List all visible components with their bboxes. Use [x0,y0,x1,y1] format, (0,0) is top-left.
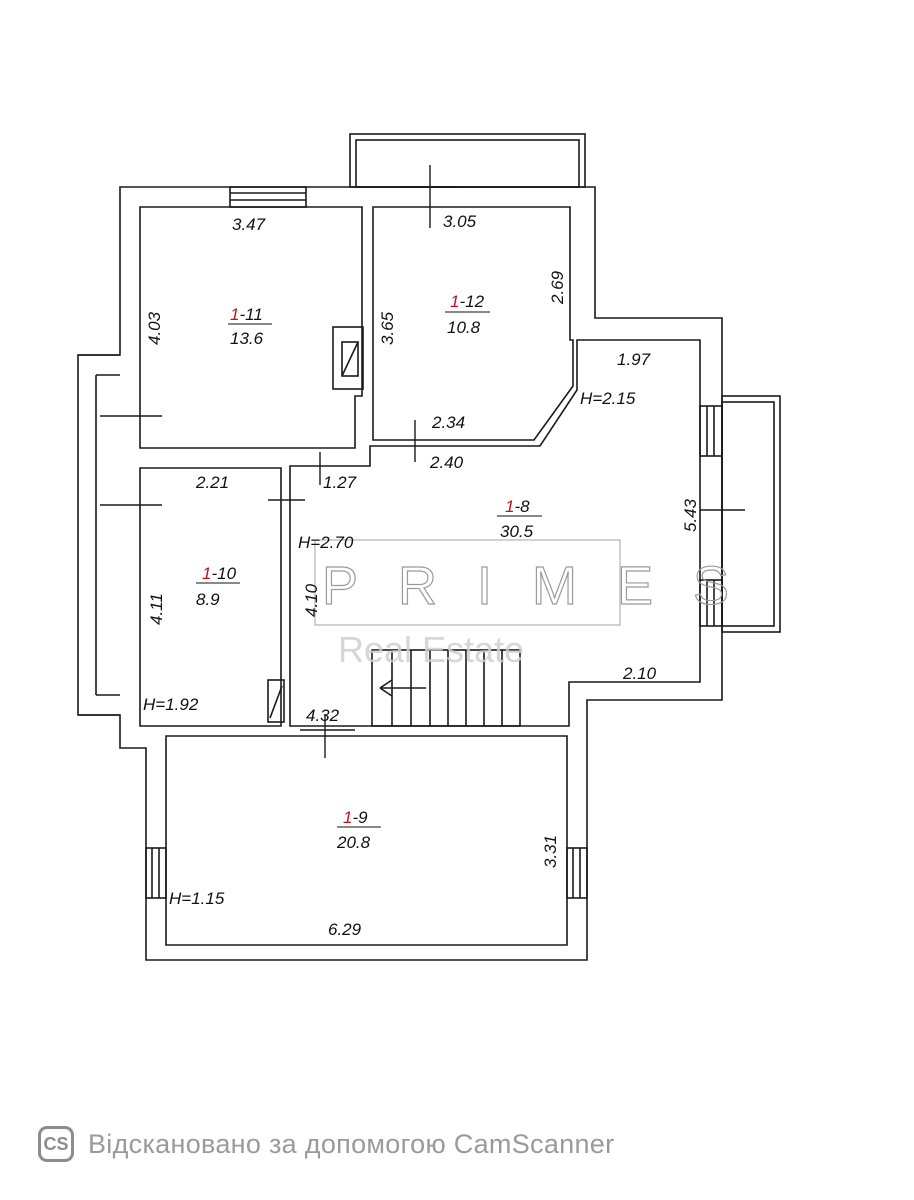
dim-label: 2.69 [548,270,567,305]
room-code-1-10: 1-10 [202,564,237,583]
dim-label: 2.21 [195,473,229,492]
window-left-1-9 [145,847,167,899]
height-label: H=1.15 [169,889,225,908]
room-1-10-outline [139,467,282,727]
outer-wall [77,186,723,961]
dim-label: 2.34 [431,413,465,432]
height-label: H=2.70 [298,533,354,552]
vent-shaft-2 [267,679,285,723]
dim-label: 3.31 [541,835,560,868]
room-area-1-10: 8.9 [196,590,220,609]
left-bay [78,354,120,716]
dim-label: 1.97 [617,350,651,369]
window-right-lower [699,579,723,627]
window-top-1-11 [229,186,307,208]
dim-label: 4.32 [306,706,340,725]
room-code-1-8: 1-8 [505,497,530,516]
dim-label: 4.03 [145,311,164,345]
room-area-1-12: 10.8 [447,318,481,337]
room-1-8-outline [289,339,701,727]
vent-shaft-1 [332,326,364,390]
top-balcony [349,133,586,188]
height-label: H=1.92 [143,695,199,714]
dim-label: 5.43 [681,498,700,532]
room-1-12-outline [372,206,574,441]
watermark-sub: Real Estate [338,629,524,670]
camscanner-logo: CS [38,1126,74,1162]
dim-label: 6.29 [328,920,362,939]
height-labels: H=2.15 H=2.70 H=1.92 H=1.15 [143,389,636,908]
room-labels: 1-11 13.6 1-12 10.8 1-10 8.9 1-8 30.5 1-… [196,292,542,852]
height-label: H=2.15 [580,389,636,408]
footer-text: Відскановано за допомогою CamScanner [88,1128,615,1159]
dim-label: 2.40 [429,453,464,472]
staircase [371,649,521,727]
dim-label: 4.10 [302,583,321,617]
dim-label: 2.10 [622,664,657,683]
room-area-1-11: 13.6 [230,329,264,348]
dim-label: 1.27 [323,473,357,492]
room-area-1-8: 30.5 [500,522,534,541]
room-area-1-9: 20.8 [336,833,371,852]
room-code-1-12: 1-12 [450,292,485,311]
floor-plan: PRIMES Real Estate 3.47 4.03 3.05 3.65 2… [77,133,781,961]
scanner-footer: CS Відскановано за допомогою CamScanner [38,1126,614,1162]
watermark: PRIMES Real Estate [314,539,769,670]
dim-label: 3.65 [378,311,397,345]
door-marks [100,165,745,758]
dim-label: 4.11 [147,593,166,625]
room-code-1-9: 1-9 [343,808,368,827]
dimension-labels: 3.47 4.03 3.05 3.65 2.69 2.34 2.40 1.97 … [145,212,700,939]
watermark-main: PRIMES [322,556,769,616]
dim-label: 3.47 [232,215,266,234]
room-code-1-11: 1-11 [230,305,263,324]
window-right-1-9 [566,847,588,899]
dim-label: 3.05 [443,212,477,231]
room-1-11-outline [139,206,363,449]
window-right-upper [699,405,723,457]
